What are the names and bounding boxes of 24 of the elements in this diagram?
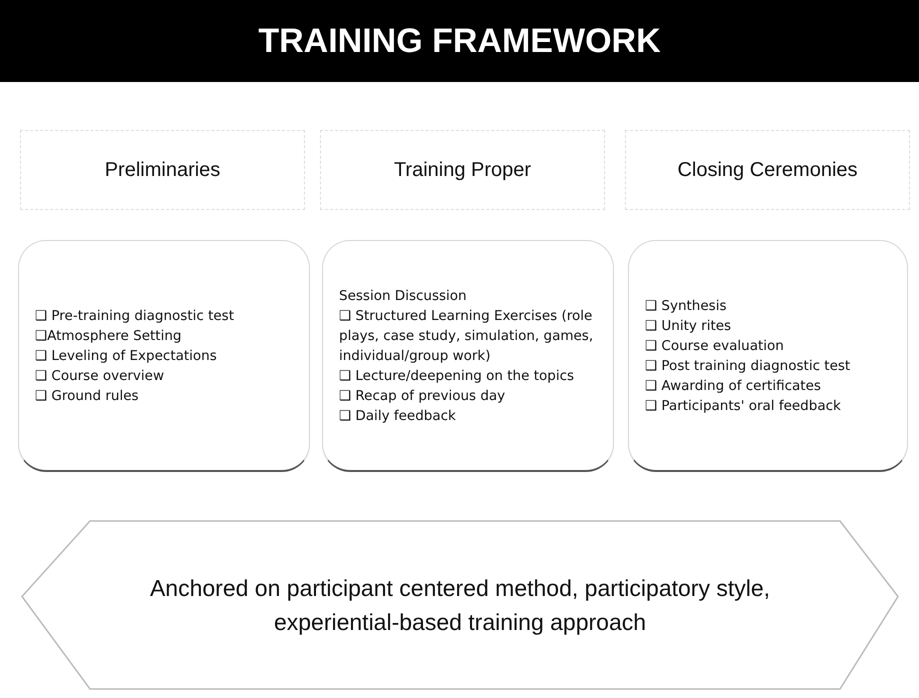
list-item: ❑ Leveling of Expectations [35,346,218,366]
list-item: ❑ Structured Learning Exercises (role plays, case study, simulation, games, individual/group work) [339,306,594,366]
list-panel [322,240,614,472]
list-item: ❑ Post training diagnostic test [645,356,852,376]
list-item: ❑ Pre-training diagnostic test [35,306,236,326]
list-item: ❑ Synthesis [645,296,728,316]
list-panel [18,240,310,472]
list-item: ❑ Course evaluation [645,336,785,356]
list-item: ❑Atmosphere Setting [35,326,182,346]
banner-text: Anchored on participant centered method, participatory style, experiential-based training approach [148,574,772,637]
list-item: ❑ Lecture/deepening on the topics [339,366,576,386]
list-item: Session Discussion [339,286,468,306]
list-item: ❑ Ground rules [35,386,140,406]
column-header: Preliminaries [20,130,305,210]
list-item: ❑ Recap of previous day [339,386,506,406]
title: TRAINING FRAMEWORK [258,20,661,62]
list-item: ❑ Unity rites [645,316,732,336]
list-item: ❑ Course overview [35,366,166,386]
list-item: ❑ Participants' oral feedback [645,396,842,416]
list-item: ❑ Awarding of certificates [645,376,822,396]
list-item: ❑ Daily feedback [339,406,457,426]
list-panel [628,240,908,472]
column-header: Closing Ceremonies [625,130,910,210]
column-header: Training Proper [320,130,605,210]
